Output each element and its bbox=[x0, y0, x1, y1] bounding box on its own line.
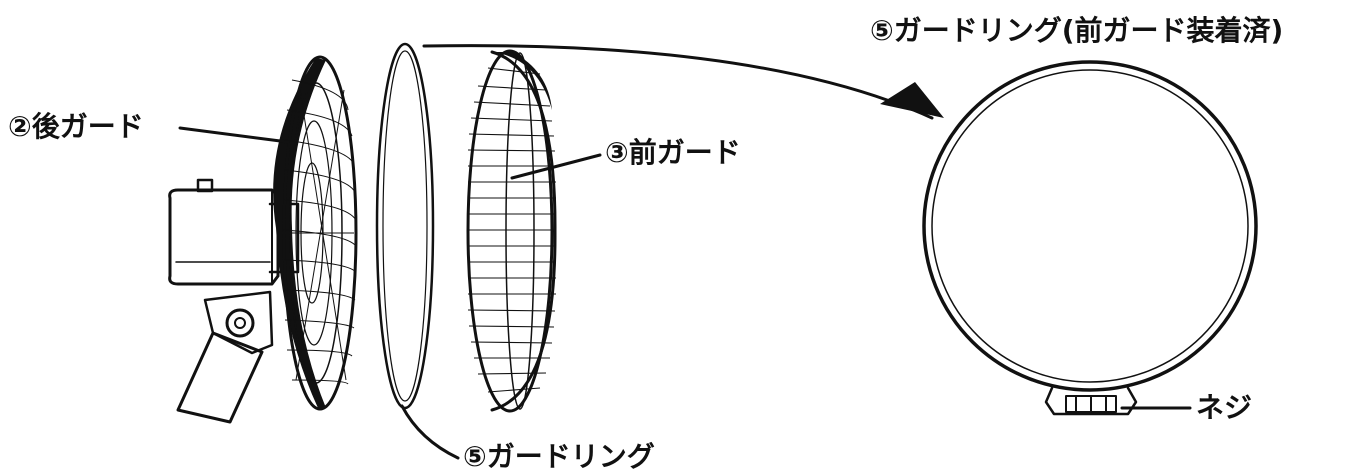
rear-guard bbox=[273, 55, 358, 411]
label-front-guard: ③前ガード bbox=[605, 136, 741, 169]
guard-ring-detail bbox=[922, 60, 1258, 416]
label-rear-guard: ②後ガード bbox=[8, 110, 144, 143]
label-screw: ネジ bbox=[1196, 391, 1252, 424]
label-guard-ring: ⑤ガードリング bbox=[463, 440, 655, 473]
screw-clamp bbox=[1044, 386, 1138, 416]
front-guard bbox=[466, 49, 557, 413]
detail-callout-arrow bbox=[422, 44, 944, 120]
guard-ring-part bbox=[375, 42, 435, 410]
label-guard-ring-attached: ⑤ガードリング(前ガード装着済) bbox=[870, 14, 1283, 47]
leader-lines bbox=[178, 126, 1192, 460]
